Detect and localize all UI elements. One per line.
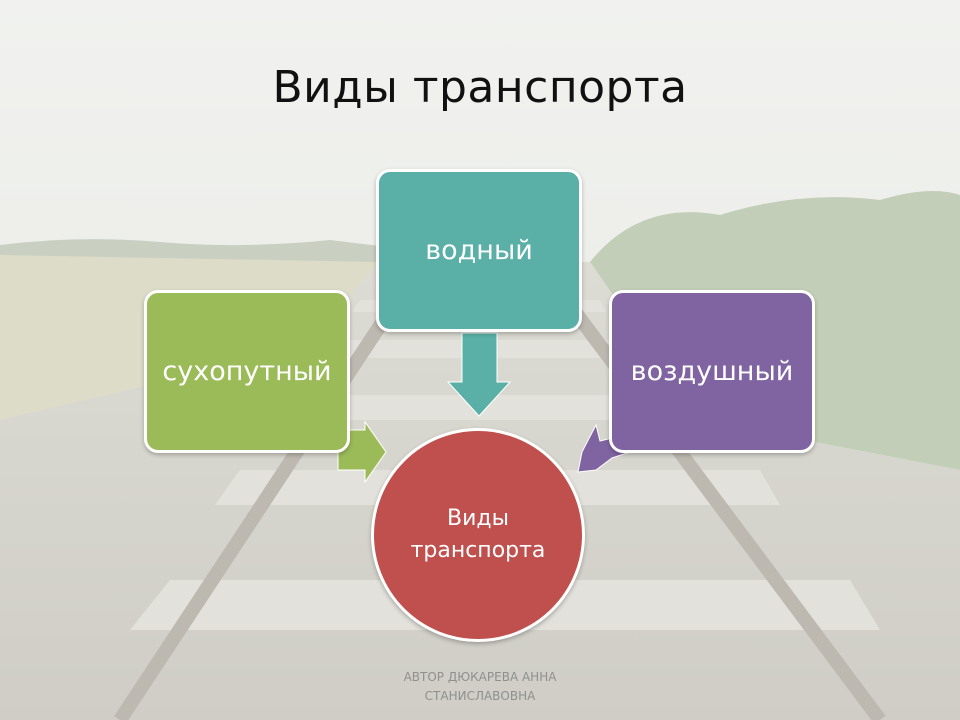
arrow-land-to-center [337, 420, 387, 484]
arrow-water-to-center [446, 332, 512, 417]
node-air-transport: воздушный [609, 290, 815, 453]
arrow-air-to-center [577, 423, 632, 473]
node-water-transport: водный [376, 169, 582, 332]
node-land-label: сухопутный [162, 356, 332, 387]
slide-title: Виды транспорта [272, 62, 688, 113]
center-node-transport-types: Виды транспорта [371, 428, 585, 642]
center-node-label: Виды транспорта [410, 506, 546, 563]
slide-footer-author: АВТОР ДЮКАРЕВА АННА СТАНИСЛАВОВНА [403, 670, 557, 703]
node-water-label: водный [425, 235, 533, 266]
node-air-label: воздушный [630, 356, 794, 387]
node-land-transport: сухопутный [144, 290, 350, 453]
